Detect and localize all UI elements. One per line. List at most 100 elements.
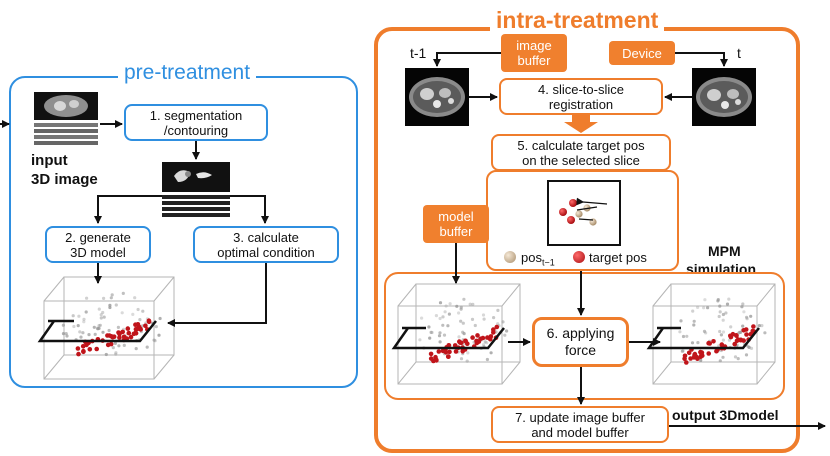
tumor-particle	[125, 326, 131, 331]
tumor-particle	[133, 322, 138, 327]
particle	[120, 311, 124, 315]
particle	[468, 302, 472, 306]
tumor-particle	[108, 341, 114, 347]
legend-pos-marker-icon	[504, 251, 516, 263]
particle	[85, 296, 89, 300]
model-buffer-line1: model	[438, 209, 474, 224]
particle	[117, 344, 121, 348]
particle	[434, 314, 438, 318]
step5-line2: on the selected slice	[522, 152, 640, 168]
step1-segmentation-box: 1. segmentation /contouring	[124, 104, 268, 141]
image-buffer-line1: image	[516, 38, 552, 53]
tumor-particle	[75, 346, 81, 351]
particle	[461, 330, 465, 334]
particle	[461, 321, 465, 325]
particle	[760, 324, 764, 328]
particle	[122, 343, 126, 347]
particle	[442, 333, 447, 337]
particle	[154, 325, 158, 329]
particle	[78, 330, 82, 334]
particle	[483, 340, 487, 344]
step1-line1: 1. segmentation	[149, 107, 243, 123]
particle	[718, 304, 722, 308]
step7-update-buffer-box: 7. update image buffer and model buffer	[491, 406, 669, 443]
particle	[736, 357, 740, 361]
particle	[72, 324, 76, 329]
tumor-particle	[121, 334, 127, 340]
tumor-particle	[478, 336, 483, 342]
model-buffer-box: model buffer	[423, 205, 489, 243]
particle	[462, 297, 466, 301]
particle	[717, 344, 721, 348]
particle	[438, 331, 442, 335]
particle	[496, 308, 500, 312]
particle	[749, 346, 754, 350]
particle	[740, 305, 744, 309]
particle	[82, 317, 86, 321]
particle	[71, 314, 75, 318]
particle	[437, 334, 442, 338]
tumor-particle	[707, 341, 712, 346]
particle	[457, 335, 461, 339]
particle	[505, 329, 509, 333]
particle	[503, 333, 507, 337]
particle	[79, 335, 83, 339]
legend-target-marker-icon	[573, 251, 585, 263]
particle	[114, 352, 118, 356]
tumor-particle	[684, 360, 689, 365]
particle	[455, 304, 459, 308]
particle	[481, 343, 486, 347]
particle	[459, 319, 463, 323]
particle	[158, 316, 162, 321]
particle	[114, 303, 118, 307]
particle	[97, 324, 101, 328]
tumor-particle	[732, 341, 737, 347]
particle	[745, 315, 749, 319]
tumor-particle	[714, 348, 719, 354]
particle	[757, 324, 761, 328]
tumor-particle	[734, 338, 740, 343]
step3-line1: 3. calculate	[233, 229, 299, 245]
particle	[721, 355, 725, 359]
particle	[153, 339, 157, 343]
tumor-particle	[494, 324, 500, 330]
particle	[703, 298, 707, 302]
tumor-particle	[475, 333, 480, 338]
particle	[441, 323, 445, 327]
particle	[107, 328, 111, 333]
particle	[721, 338, 725, 342]
tumor-particle	[87, 347, 93, 352]
particle	[438, 316, 442, 321]
output-3dmodel-label: output 3Dmodel	[672, 407, 779, 423]
particle	[763, 331, 767, 335]
particle	[81, 331, 85, 335]
tumor-particle	[143, 323, 148, 329]
particle	[742, 310, 746, 314]
particle	[738, 330, 743, 334]
tumor-particle	[491, 330, 496, 335]
mpm-label-line1: MPM	[708, 243, 741, 259]
particle	[134, 347, 138, 351]
particle	[718, 310, 722, 314]
arrow-device-to-frame	[675, 52, 728, 67]
particle	[696, 305, 700, 309]
particle	[427, 325, 431, 329]
particle	[681, 334, 686, 339]
tumor-particle	[474, 340, 480, 346]
particle	[718, 359, 722, 363]
tumor-particle	[711, 339, 716, 344]
legend-pos-subscript: t−1	[541, 257, 555, 268]
particle	[702, 329, 707, 333]
particle	[696, 341, 700, 345]
particle	[110, 293, 114, 297]
particle	[470, 317, 475, 321]
particle	[501, 320, 505, 324]
step2-generate-model-box: 2. generate 3D model	[45, 226, 151, 263]
particle	[727, 297, 731, 301]
particle	[717, 314, 721, 319]
particle	[92, 325, 96, 329]
particle	[131, 312, 135, 316]
particle	[93, 332, 97, 336]
particle	[721, 318, 725, 322]
